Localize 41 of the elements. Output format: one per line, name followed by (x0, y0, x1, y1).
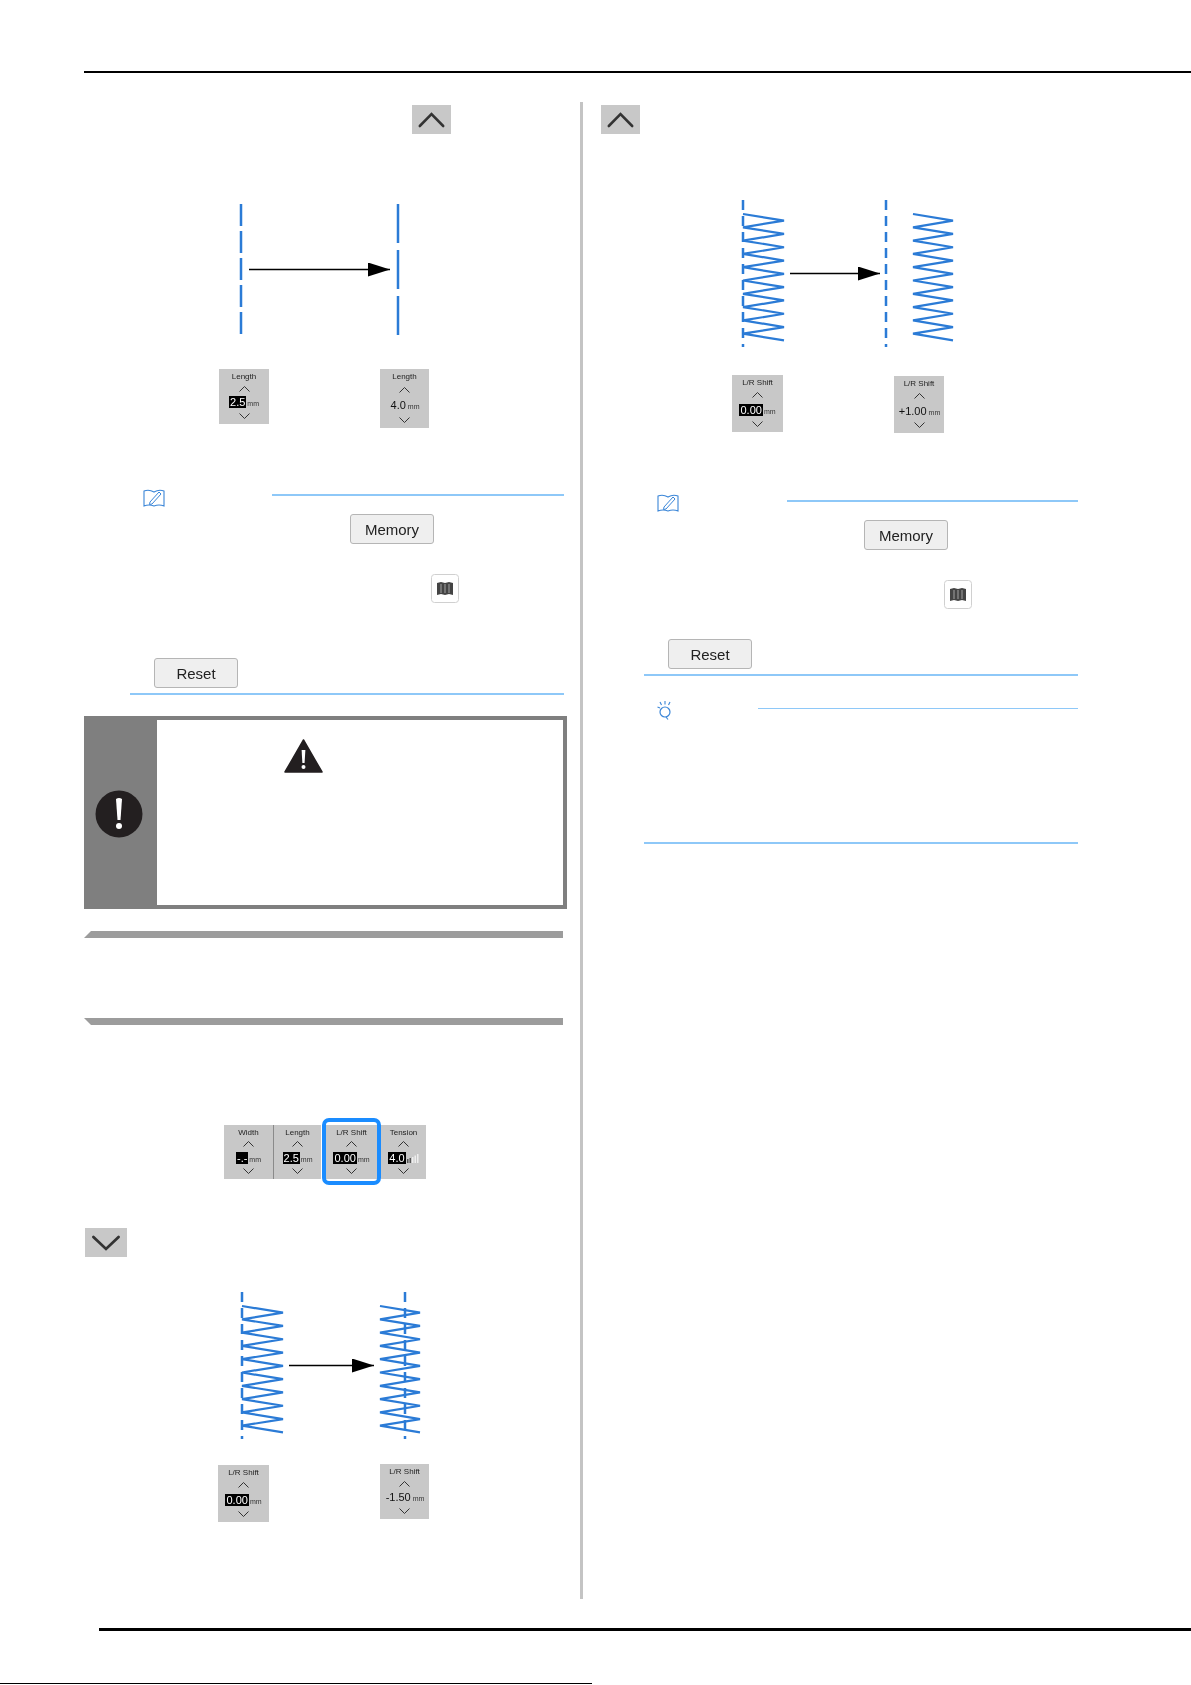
setting-value: 0.00 (739, 403, 763, 416)
zigzag-stitch-drawing (239, 1292, 286, 1439)
setting-panel (894, 376, 944, 433)
setting-value: 0.00 (225, 1493, 249, 1506)
setting-panel (381, 1125, 426, 1179)
arrow (288, 1358, 375, 1373)
arrow (789, 266, 881, 281)
setting-value: 0.00 (333, 1151, 357, 1164)
screen-button: Memory (864, 520, 948, 550)
setting-label: Tension (389, 1128, 418, 1137)
setting-label: Length (392, 372, 417, 381)
screen-button: Memory (350, 514, 434, 544)
setting-label: L/R Shift (228, 1468, 259, 1477)
setting-value: 4.0 (388, 1151, 406, 1164)
setting-panel (380, 1464, 429, 1519)
setting-panel (218, 1465, 269, 1522)
setting-value: 4.0 (389, 399, 407, 411)
setting-label: L/R Shift (903, 379, 935, 388)
zigzag-stitch-drawing (377, 1292, 423, 1439)
arrow (248, 262, 391, 277)
setting-value: 2.5 (229, 396, 247, 409)
setting-label: L/R Shift (742, 378, 773, 387)
screen-button: Reset (668, 639, 752, 669)
setting-panel (380, 369, 429, 428)
screen-button: Reset (154, 658, 238, 688)
setting-value: -1.50 (384, 1491, 412, 1504)
setting-value: +1.00 (897, 404, 928, 417)
setting-panel (224, 1125, 274, 1179)
setting-value: -.- (235, 1151, 249, 1164)
setting-panel (732, 375, 783, 432)
setting-label: Length (285, 1128, 310, 1137)
setting-label: L/R Shift (389, 1467, 420, 1476)
setting-label: Length (231, 372, 257, 381)
zigzag-stitch-drawing (740, 200, 787, 347)
setting-label: L/R Shift (336, 1128, 367, 1137)
setting-panel (325, 1125, 378, 1179)
setting-label: Width (238, 1128, 259, 1137)
zigzag-stitch-drawing (883, 200, 956, 347)
setting-panel (219, 369, 269, 424)
setting-panel (274, 1125, 321, 1179)
setting-value: 2.5 (282, 1151, 300, 1164)
